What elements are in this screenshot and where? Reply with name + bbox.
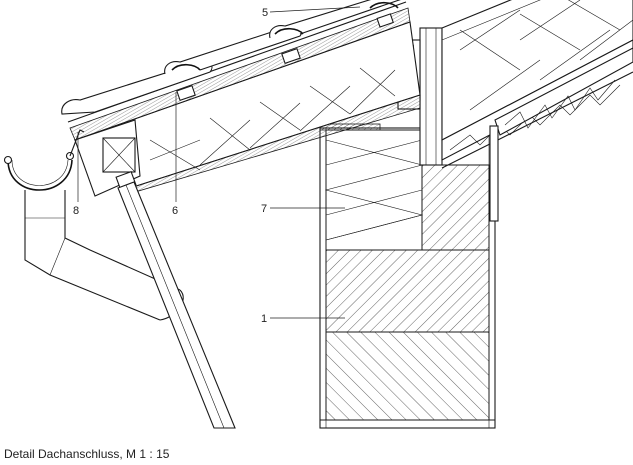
label-6: 6 [172,205,178,217]
roof-tiles [61,0,401,115]
wall-section [319,123,496,429]
label-7: 7 [261,203,267,215]
label-1: 1 [261,313,267,325]
roof-connection-detail-drawing: 5 6 8 7 1 [3,0,633,429]
eaves-strut [117,181,236,429]
upper-right-roof [441,0,633,222]
label-8: 8 [73,205,79,217]
annotations: 5 6 8 7 1 [73,6,361,325]
eaves-fascia [74,119,141,197]
gutter [3,129,85,191]
drawing-caption: Detail Dachanschluss, M 1 : 15 [4,447,170,461]
label-5: 5 [262,7,268,19]
